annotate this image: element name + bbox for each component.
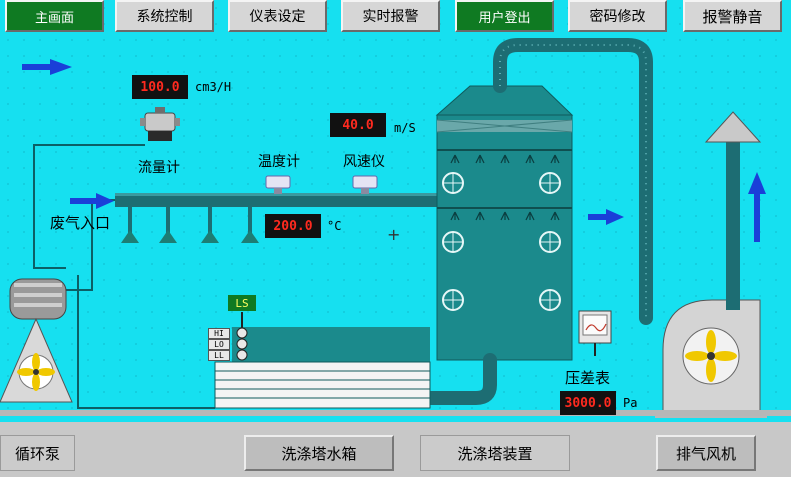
flow-arrow-icon (22, 59, 766, 242)
anemometer-icon (352, 175, 378, 194)
thermometer-icon (265, 175, 291, 194)
exhaust-fan-icon (655, 299, 767, 418)
flow-unit: cm3/H (195, 80, 232, 94)
scrubber-tower (435, 85, 574, 361)
pressure-gauge-icon (578, 310, 612, 356)
anemometer-label: 风速仪 (343, 154, 385, 170)
pressure-unit: Pa (623, 396, 638, 410)
pressure-gauge-label: 压差表 (565, 369, 611, 387)
circulation-pump-icon (0, 278, 73, 403)
flow-meter-label: 流量计 (138, 160, 180, 176)
level-ll-label: LL (208, 350, 230, 361)
inlet-label: 废气入口 (50, 214, 111, 232)
ground-line (0, 410, 791, 416)
inlet-header-pipe (115, 193, 437, 207)
water-tank (214, 327, 431, 409)
nav-instrument-settings[interactable]: 仪表设定 (228, 0, 327, 32)
thermometer-label: 温度计 (258, 154, 300, 170)
level-hi-label: HI (208, 328, 230, 339)
level-switch (236, 312, 248, 361)
wind-speed-value: 40.0 (330, 113, 386, 137)
wind-speed-unit: m/S (394, 121, 416, 135)
flow-meter-icon (140, 107, 180, 141)
nav-realtime-alarm[interactable]: 实时报警 (341, 0, 440, 32)
bottom-nav-exhaust-fan[interactable]: 排气风机 (656, 435, 756, 471)
nav-system-control[interactable]: 系统控制 (115, 0, 214, 32)
crosshair: + (387, 225, 401, 244)
nav-main-screen[interactable]: 主画面 (5, 0, 104, 32)
exhaust-duct-stripes (499, 44, 647, 318)
drain-pipe (423, 353, 497, 405)
temperature-unit: °C (327, 219, 342, 233)
nav-user-logout[interactable]: 用户登出 (455, 0, 554, 32)
flow-line (33, 144, 215, 409)
bottom-nav-pump[interactable]: 循环泵 (0, 435, 75, 471)
level-lo-label: LO (208, 339, 230, 350)
nav-alarm-mute[interactable]: 报警静音 (683, 0, 782, 32)
flow-value: 100.0 (132, 75, 188, 99)
bottom-nav-scrubber[interactable]: 洗涤塔装置 (420, 435, 570, 471)
ls-label: LS (228, 295, 256, 311)
bottom-nav-water-tank[interactable]: 洗涤塔水箱 (244, 435, 394, 471)
temperature-value: 200.0 (265, 214, 321, 238)
chimney-cap-icon (704, 111, 762, 310)
nav-change-password[interactable]: 密码修改 (568, 0, 667, 32)
nozzle-icon (121, 207, 259, 243)
pressure-value: 3000.0 (560, 391, 616, 415)
